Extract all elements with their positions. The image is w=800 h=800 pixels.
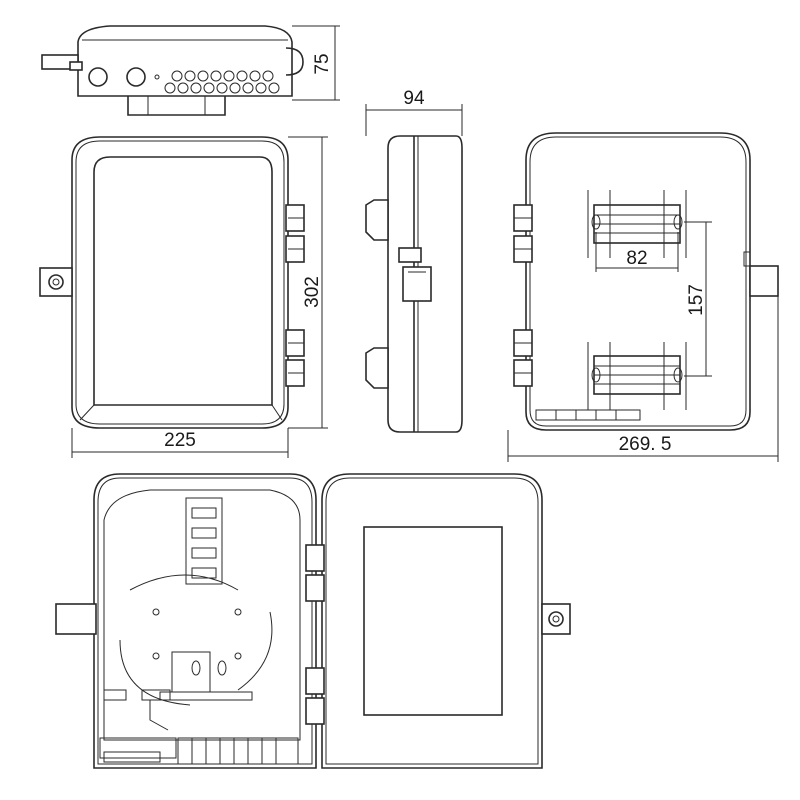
open-view-cover — [305, 473, 571, 769]
side-view: 94 — [365, 88, 463, 433]
dim-back-width: 269. 5 — [619, 434, 672, 455]
front-view: 302 225 — [39, 136, 328, 458]
top-port-row-upper — [171, 70, 274, 82]
top-view: 75 — [41, 25, 340, 116]
top-port-row-lower — [164, 82, 280, 94]
upper-mount-bracket — [587, 190, 687, 258]
lower-mount-bracket — [587, 342, 687, 410]
dim-top-height: 75 — [312, 53, 333, 74]
dim-mount-horizontal: 82 — [626, 248, 647, 269]
splice-tray — [185, 497, 223, 585]
dim-front-height: 302 — [302, 276, 323, 308]
dim-front-width: 225 — [164, 430, 196, 451]
dim-side-depth: 94 — [403, 88, 425, 109]
base-port-row — [177, 737, 299, 765]
back-view: 82 157 269. 5 — [507, 132, 779, 462]
open-view-base — [55, 473, 317, 769]
dim-mount-vertical: 157 — [686, 284, 707, 316]
